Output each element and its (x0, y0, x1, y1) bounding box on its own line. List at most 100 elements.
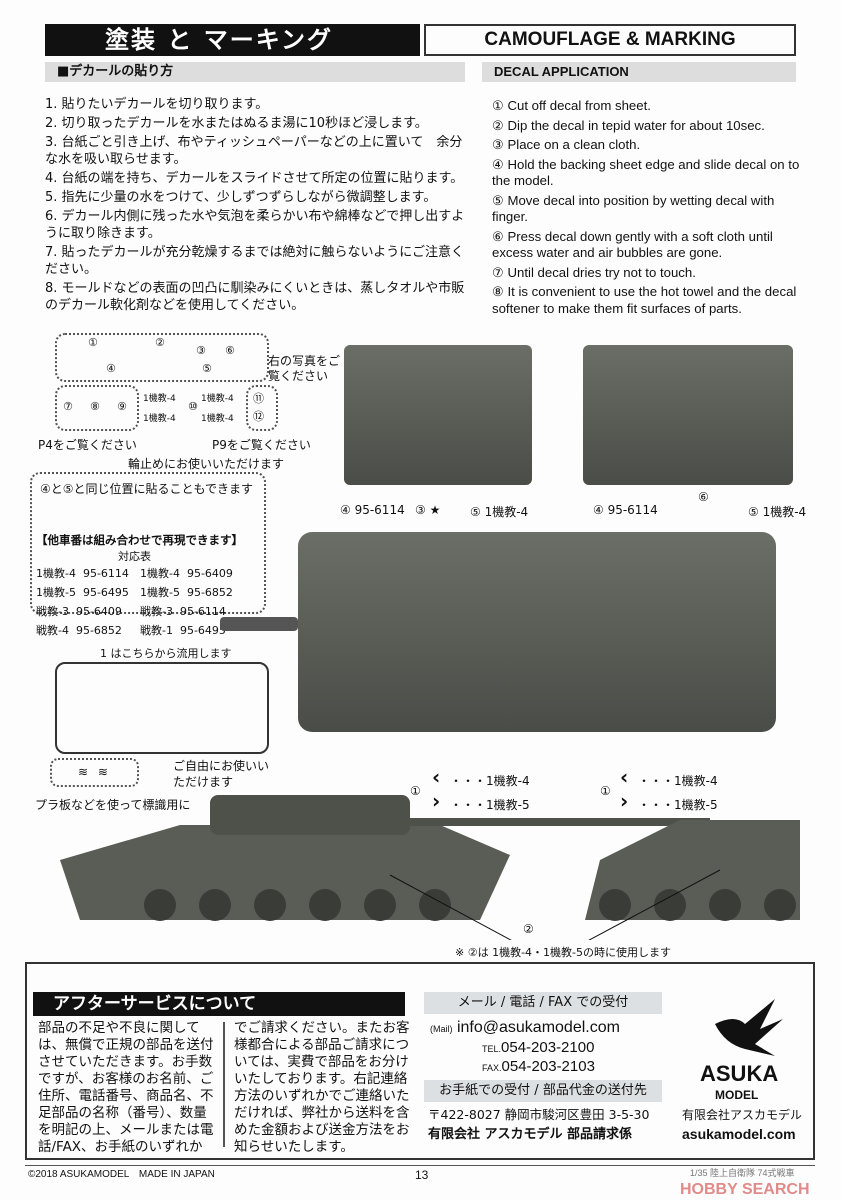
email-link[interactable]: info@asukamodel.com (456, 1019, 620, 1036)
see-p4-note: P4をご覧ください (38, 438, 137, 452)
mini-decal: 1機教-4 (143, 394, 176, 404)
decal-num: ⑧ (90, 400, 100, 413)
tank-side-views (60, 795, 800, 940)
decal-num: ② (155, 336, 165, 349)
same-position-note: ④と⑤と同じ位置に貼ることもできます (40, 482, 254, 496)
en-step: ⑥ Press decal down gently with a soft cl… (492, 228, 773, 261)
reuse-note: 1 はこちらから流用します (100, 647, 232, 660)
divider (223, 1022, 225, 1147)
jp-step: 6. デカール内側に残った水や気泡を柔らかい布や綿棒などで押し出すように取り除き… (45, 209, 465, 241)
page-number: 13 (415, 1168, 429, 1182)
title-en: CAMOUFLAGE & MARKING (424, 24, 796, 56)
decal-num: ④ (106, 362, 116, 375)
title-jp: 塗装 と マーキング (45, 24, 420, 56)
decal-num: ⑩ (188, 400, 198, 413)
watermark: HOBBY SEARCH (680, 1181, 810, 1198)
tank-rear-photo (583, 345, 793, 485)
road-wheels (144, 889, 796, 921)
jp-step: 8. モールドなどの表面の凹凸に馴染みにくいときは、蒸しタオルや市販のデカール軟… (45, 281, 465, 313)
chevron-left-icon: ‹ (432, 765, 441, 789)
chevron-right-icon: › (620, 789, 629, 813)
website-link[interactable]: asukamodel.com (682, 1126, 796, 1142)
decal-num: ⑪ (253, 392, 264, 405)
decal-num: ③ (196, 344, 206, 357)
chevron-label: ・・・1機教-5 (638, 798, 718, 812)
decal-num: ⑨ (117, 400, 127, 413)
en-step: ④ Hold the backing sheet edge and slide … (492, 156, 800, 189)
jp-step: 5. 指先に少量の水をつけて、少しずつずらしながら微調整します。 (45, 190, 437, 205)
callout-1: ① (600, 784, 611, 798)
callout-2: ② (523, 922, 534, 936)
tank-top-photo (298, 532, 776, 732)
bird-logo-icon (715, 999, 783, 1056)
plate-note: プラ板などを使って標識用に (35, 798, 191, 812)
jp-step: 7. 貼ったデカールが充分乾燥するまでは絶対に触らないようにご注意ください。 (45, 245, 465, 277)
service-text-1: 部品の不足や不良に関しては、無償で正規の部品を送付させていただきます。お手数です… (38, 1020, 214, 1155)
tel-line: TEL.054-203-2100 (482, 1039, 595, 1056)
mail-heading: お手紙での受付 / 部品代金の送付先 (424, 1080, 662, 1102)
decal-en-steps: ① Cut off decal from sheet. ② Dip the de… (492, 98, 802, 320)
service-frame (25, 962, 815, 1160)
free-use-note: ご自由にお使いいただけます (173, 759, 270, 789)
mini-decal: 1機教-4 (201, 394, 234, 404)
decal-num: ⑦ (63, 400, 73, 413)
chevron-label: ・・・1機教-4 (450, 774, 530, 788)
see-p9-note: P9をご覧ください (212, 438, 311, 452)
tank-side-hull-2 (585, 820, 800, 920)
decal-sheet-top (55, 333, 269, 382)
service-text-2: でご請求ください。またお客様都合による部品ご請求については、実費で部品をお分けい… (234, 1020, 410, 1155)
company-name: 有限会社アスカモデル (682, 1108, 803, 1122)
mini-decal: 1機教-4 (201, 414, 234, 424)
decal-num: ⑤ (202, 362, 212, 375)
decal-jp-steps: 1. 貼りたいデカールを切り取ります。 2. 切り取ったデカールを水またはぬるま… (45, 96, 470, 316)
fax-line: FAX.054-203-2103 (482, 1058, 595, 1075)
photo-label: ④ 95-6114 (593, 503, 658, 517)
en-step: ① Cut off decal from sheet. (492, 98, 651, 113)
address: 〒422-8027 静岡市駿河区豊田 3-5-30 (428, 1107, 650, 1122)
mini-decal: 1機教-4 (143, 414, 176, 424)
leader-line (588, 869, 721, 940)
usage-note: ※ ②は 1機教-4・1機教-5の時に使用します (455, 946, 672, 959)
tank-side-turret (210, 795, 410, 835)
callout-1: ① (410, 784, 421, 798)
wheel-chock-note: 輪止めにお使いいただけます (128, 457, 285, 471)
logo-sub: MODEL (715, 1088, 759, 1102)
decal-en-heading: DECAL APPLICATION (482, 62, 796, 82)
en-step: ⑤ Move decal into position by wetting de… (492, 192, 775, 225)
contact-heading: メール / 電話 / FAX での受付 (424, 992, 662, 1014)
service-title: アフターサービスについて (33, 992, 405, 1016)
decal-num: ⑥ (225, 344, 235, 357)
mail-line: (Mail) info@asukamodel.com (430, 1019, 620, 1036)
department: 有限会社 アスカモデル 部品請求係 (428, 1127, 633, 1142)
en-step: ⑦ Until decal dries try not to touch. (492, 264, 696, 280)
photo-label: ③ ★ (415, 503, 441, 517)
footer-rule (25, 1165, 815, 1166)
photo-label: ⑤ 1機教-4 (470, 505, 529, 519)
en-step: ② Dip the decal in tepid water for about… (492, 117, 765, 133)
decal-sheet-big (30, 472, 266, 614)
chevron-right-icon: › (432, 789, 441, 813)
decal-sheet-right (246, 385, 278, 431)
jp-step: 3. 台紙ごと引き上げ、布やティッシュペーパーなどの上に置いて 余分な水を吸い取… (45, 135, 463, 167)
photo-label: ⑤ 1機教-4 (748, 505, 807, 519)
decal-num: ⑫ (253, 410, 264, 423)
photo-label: ⑥ (698, 490, 709, 504)
decal-sheet-left (55, 385, 139, 431)
tank-side-gun (410, 818, 710, 826)
chevron-label: ・・・1機教-5 (450, 798, 530, 812)
logo-brand: ASUKA (700, 1061, 779, 1086)
leader-line (389, 874, 512, 940)
plate-decal-icon: ≋ ≋ (50, 758, 139, 787)
product-name: 1/35 陸上自衛隊 74式戦車 (690, 1168, 795, 1178)
gun-barrel (220, 617, 298, 631)
combo-subtitle: 対応表 (118, 550, 151, 563)
photo-label: ④ 95-6114 (340, 503, 405, 517)
decal-jp-heading: ■デカールの貼り方 (45, 62, 465, 82)
jp-step: 4. 台紙の端を持ち、デカールをスライドさせて所定の位置に貼ります。 (45, 171, 464, 186)
